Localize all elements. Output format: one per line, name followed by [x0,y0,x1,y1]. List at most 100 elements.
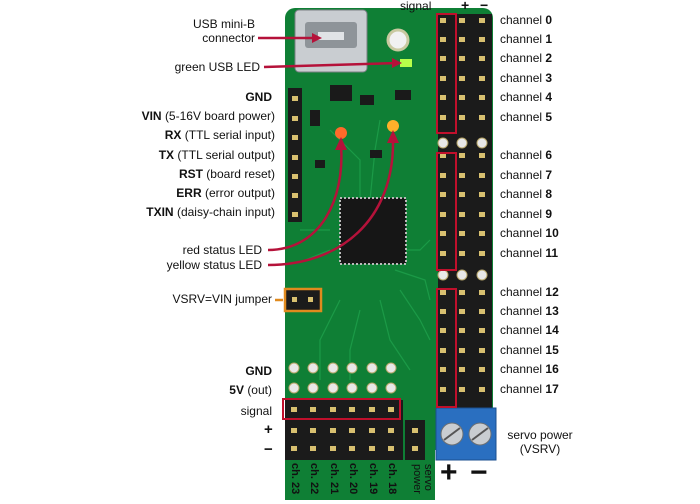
smd-components [310,85,411,168]
bottom-channel-prefix: ch. [347,463,359,479]
header-pin [479,192,485,197]
signal-highlight-ch12-17 [436,288,457,408]
header-pin [479,115,485,120]
header-pin [459,37,465,42]
vsrv-jumper-label: VSRV=VIN jumper [172,292,273,306]
header-pin [291,407,297,412]
channel-label-number: 17 [545,382,559,396]
usb-port-tongue [318,32,344,40]
channel-label-number: 10 [545,226,559,240]
gnd2-label: GND [245,364,272,378]
channel-label-prefix: channel [500,32,543,46]
plus2-label: + [264,421,273,438]
err-desc: (error output) [204,186,275,200]
channel-label-number: 12 [545,285,559,299]
channel-label-prefix: channel [500,382,543,396]
header-pin [440,18,446,23]
usb-label: USB mini-B connector [193,17,255,45]
header-pin [440,328,446,333]
left-header-pins [292,96,298,217]
bottom-channel-label-22: ch. 22 [308,463,320,494]
rx-desc: (TTL serial input) [184,128,275,142]
bottom-channel-number: 19 [367,481,379,495]
signal-highlight-ch6-11 [436,152,457,271]
channel-label-number: 1 [545,32,553,46]
mounting-hole [386,28,410,52]
channel-label-prefix: channel [500,51,543,65]
channel-label-prefix: channel [500,71,543,85]
header-pin [388,446,394,451]
servo-power-right-label: servo power (VSRV) [500,428,580,456]
header-pin [388,428,394,433]
channel-label-10: channel 10 [500,226,559,240]
green-usb-led [400,59,412,67]
header-pin [330,446,336,451]
servo-power-bottom-label: servo power [411,464,434,494]
right-header-pins [440,18,485,392]
channel-label-prefix: channel [500,362,543,376]
header-pin [479,367,485,372]
channel-label-2: channel 2 [500,51,552,65]
bottom-channel-prefix: ch. [289,463,301,479]
rst-label: RST (board reset) [179,167,275,181]
jumper-pin [308,297,313,302]
bottom-header-pins [291,407,394,451]
channel-label-9: channel 9 [500,207,552,221]
terminal-plus-symbol: + [440,456,458,489]
channel-label-prefix: channel [500,148,543,162]
channel-label-prefix: channel [500,187,543,201]
signal-highlight-ch0-5 [436,13,457,134]
jumper-pin [292,297,297,302]
header-pin [440,115,446,120]
rx-label: RX (TTL serial input) [165,128,275,142]
channel-label-3: channel 3 [500,71,552,85]
servo-power-header [405,420,425,460]
channel-label-number: 0 [545,13,553,27]
channel-label-number: 14 [545,323,559,337]
channel-label-prefix: channel [500,110,543,124]
txin-desc: (daisy-chain input) [176,205,275,219]
bottom-channel-label-23: ch. 23 [289,463,301,494]
bottom-channel-label-21: ch. 21 [328,463,340,494]
header-pin [459,290,465,295]
header-pin [440,153,446,158]
channel-label-number: 3 [545,71,553,85]
microcontroller-chip [339,197,407,265]
header-pin [440,173,446,178]
bottom-channel-number: 23 [289,481,301,495]
channel-label-prefix: channel [500,343,543,357]
header-pin [459,231,465,236]
header-pin [440,192,446,197]
header-pin [479,309,485,314]
header-pin [440,290,446,295]
red-status-led [335,127,347,139]
channel-label-prefix: channel [500,13,543,27]
green-led-label: green USB LED [174,60,260,74]
header-pin [310,407,316,412]
header-pin [459,192,465,197]
servo-power-right-line1: servo power [507,428,573,442]
header-pin [479,153,485,158]
red-led-label: red status LED [182,243,262,257]
header-pin [479,328,485,333]
header-pin [349,428,355,433]
gnd-label: GND [245,90,272,104]
callout-arrows [258,36,399,302]
bottom-channel-label-18: ch. 18 [386,463,398,494]
channel-label-number: 15 [545,343,559,357]
servo-power-right-line2: (VSRV) [519,442,561,456]
err-label: ERR (error output) [176,186,275,200]
channel-label-number: 16 [545,362,559,376]
bottom-channel-number: 22 [308,481,320,495]
header-pin [479,37,485,42]
channel-label-prefix: channel [500,323,543,337]
yellow-led-arrow [267,137,395,267]
channel-label-8: channel 8 [500,187,552,201]
rst-desc: (board reset) [206,167,275,181]
header-pin [459,348,465,353]
header-pin [291,446,297,451]
header-pin [479,18,485,23]
channel-label-prefix: channel [500,90,543,104]
channel-label-number: 8 [545,187,553,201]
